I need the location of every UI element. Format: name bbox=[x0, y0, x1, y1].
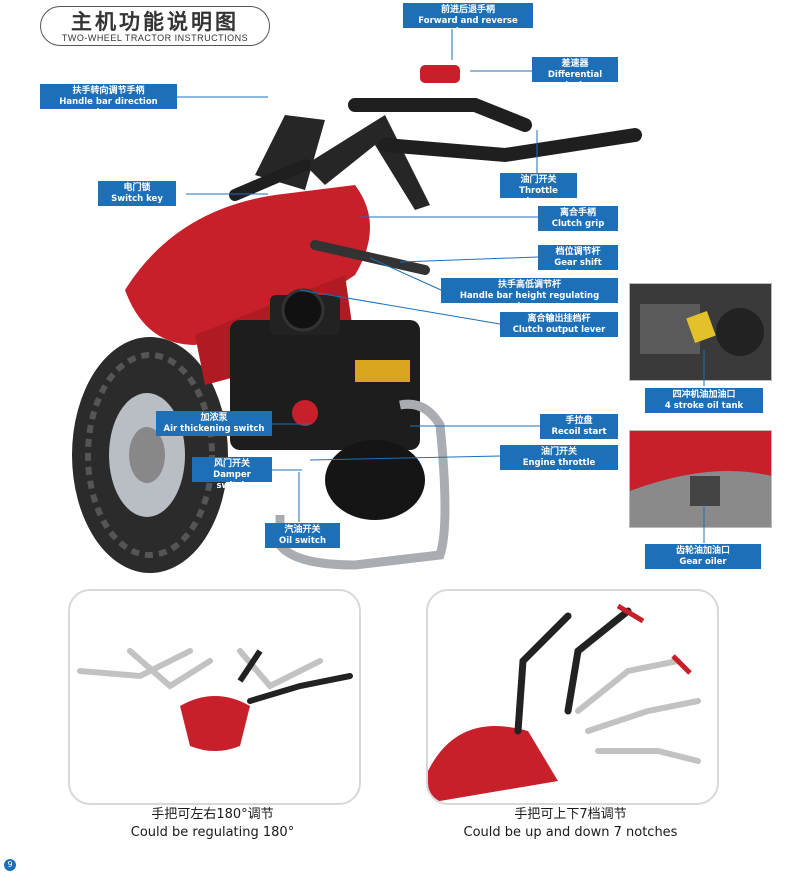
page-title: 主机功能说明图 bbox=[71, 10, 239, 34]
rotation-illustration bbox=[77, 648, 353, 751]
page-title-box: 主机功能说明图 TWO-WHEEL TRACTOR INSTRUCTIONS bbox=[40, 6, 270, 46]
height-panel bbox=[426, 589, 719, 805]
caption-height-cn: 手把可上下7档调节 bbox=[514, 807, 627, 822]
gear-oiler-inset-photo bbox=[629, 430, 772, 528]
height-illustration bbox=[428, 603, 701, 803]
page-subtitle: TWO-WHEEL TRACTOR INSTRUCTIONS bbox=[61, 33, 249, 43]
rotation-panel bbox=[68, 589, 361, 805]
oil-tank-inset-photo bbox=[629, 283, 772, 381]
page-number: 9 bbox=[4, 859, 16, 871]
caption-height-en: Could be up and down 7 notches bbox=[463, 825, 678, 840]
caption-rotation-en: Could be regulating 180° bbox=[130, 825, 295, 840]
caption-rotation: 手把可左右180°调节 Could be regulating 180° bbox=[68, 806, 357, 842]
caption-rotation-cn: 手把可左右180°调节 bbox=[151, 807, 274, 822]
gear-oiler-inset-art bbox=[630, 431, 771, 527]
oil-tank-inset-art bbox=[630, 284, 771, 380]
tractor-illustration bbox=[72, 65, 642, 573]
caption-height: 手把可上下7档调节 Could be up and down 7 notches bbox=[426, 806, 715, 842]
